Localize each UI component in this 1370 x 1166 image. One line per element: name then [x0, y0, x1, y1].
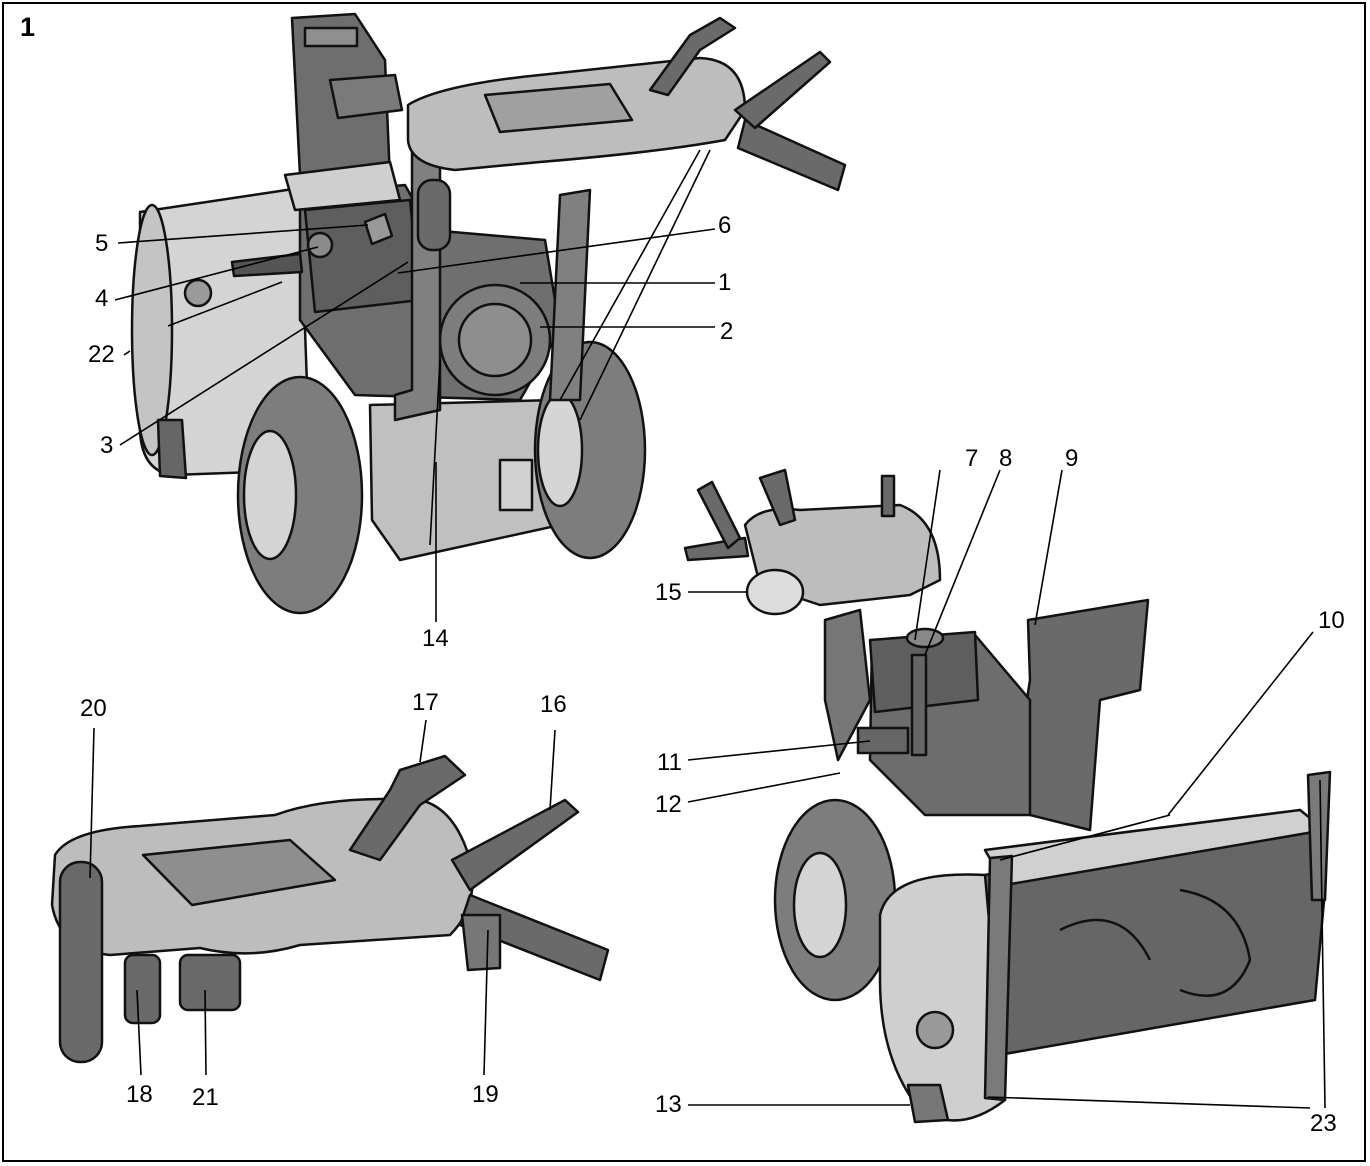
callout-6: 6	[718, 212, 731, 239]
drift-cutter-left	[983, 854, 1014, 1102]
hand-grip-left-rear	[416, 178, 452, 252]
rear-view-machine	[130, 12, 847, 615]
speed-lever-rear	[648, 16, 737, 97]
callout-23: 23	[1310, 1110, 1337, 1137]
auger-control-lever	[450, 798, 580, 892]
fuel-cap-front	[905, 627, 945, 649]
callout-19: 19	[472, 1081, 499, 1108]
auger-housing-end	[130, 203, 174, 457]
callout-11: 11	[657, 749, 682, 776]
callout-8: 8	[999, 445, 1012, 472]
callout-18: 18	[126, 1081, 153, 1108]
callout-1: 1	[718, 269, 731, 296]
handle-bar-left	[58, 860, 104, 1064]
leader-lines	[89, 224, 1326, 1109]
callout-4: 4	[95, 285, 108, 312]
callout-9: 9	[1065, 445, 1078, 472]
callout-22: 22	[88, 341, 115, 368]
control-lever-front	[696, 480, 742, 550]
handle-grip-front	[683, 536, 750, 562]
callout-12: 12	[655, 791, 682, 818]
callout-labels: 1 2 3 4 5 6 7 8 9 10 11 12 13 14 15 16 1…	[80, 212, 1345, 1137]
auger-housing-knob	[183, 278, 213, 308]
callout-7: 7	[965, 445, 978, 472]
callout-15: 15	[655, 579, 682, 606]
callout-21: 21	[192, 1084, 219, 1111]
ignition-switch	[856, 726, 910, 755]
skid-shoe-front	[906, 1083, 950, 1124]
callout-10: 10	[1318, 607, 1345, 634]
figure-number: 1	[20, 12, 36, 42]
chute-crank-rod	[999, 814, 1171, 861]
hand-grip-right-rear	[736, 118, 847, 192]
auger-hub	[915, 1010, 955, 1050]
chute-crank	[328, 73, 404, 120]
handle-front	[823, 608, 872, 762]
choke-lever-rear	[230, 252, 304, 278]
control-lever-rear	[733, 50, 832, 130]
auger-housing-side	[878, 873, 1007, 1122]
handle-top-front	[880, 474, 896, 518]
lock-lever	[460, 913, 502, 972]
dashboard-closeup	[50, 754, 610, 1064]
callout-5: 5	[95, 230, 108, 257]
speed-lever-front	[758, 468, 797, 527]
front-view-machine	[683, 468, 1332, 1124]
callout-14: 14	[422, 625, 449, 652]
speed-selector-lever	[348, 754, 467, 862]
primer-bulb-rear	[306, 231, 334, 259]
skid-rear	[156, 418, 188, 480]
callout-3: 3	[100, 432, 113, 459]
fuel-cap-rear	[363, 212, 394, 246]
display-panel	[141, 838, 337, 907]
callout-2: 2	[720, 318, 733, 345]
drift-cutter-right	[1306, 770, 1332, 902]
callout-16: 16	[540, 691, 567, 718]
headlight	[745, 568, 805, 616]
trigger-left	[123, 953, 162, 1025]
chute-cap	[303, 26, 359, 48]
callout-20: 20	[80, 695, 107, 722]
transmission-box	[368, 398, 562, 562]
callout-13: 13	[655, 1091, 682, 1118]
dipstick	[910, 653, 928, 757]
callout-17: 17	[412, 689, 439, 716]
trigger-right	[178, 953, 242, 1012]
handle-right-rear	[548, 188, 592, 402]
